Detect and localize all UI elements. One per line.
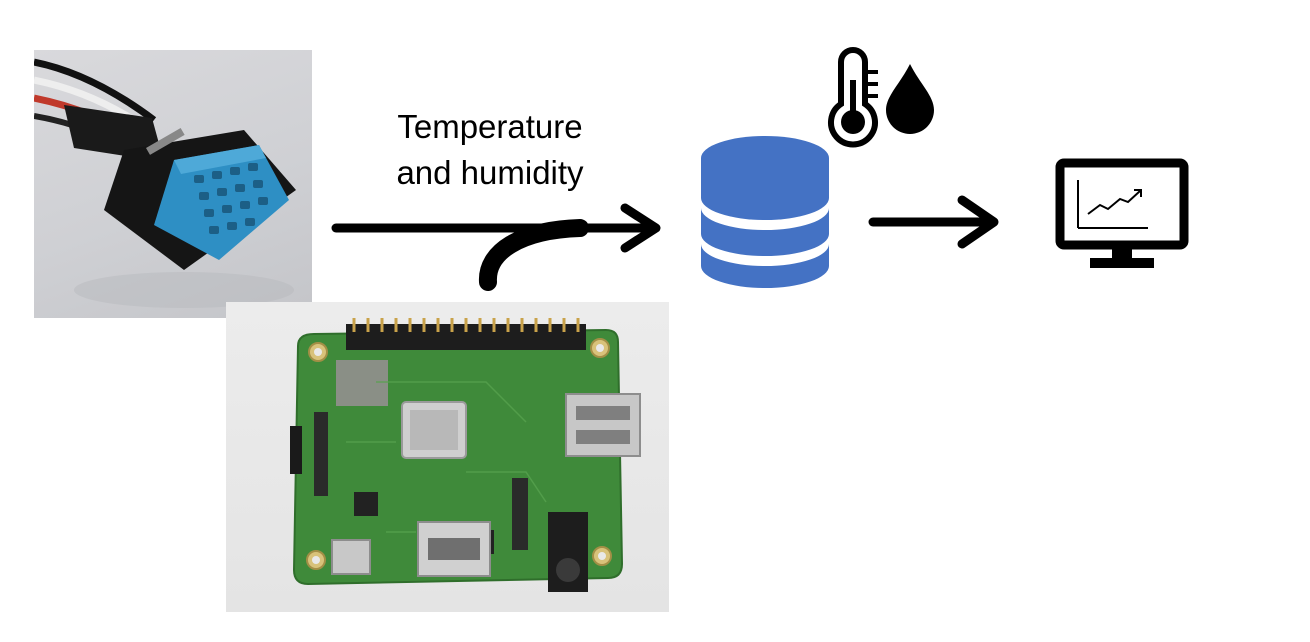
arrow-database-to-monitor: [868, 195, 999, 249]
water-drop-icon: [886, 64, 934, 134]
thermometer-icon: [828, 47, 878, 148]
database-icon: [701, 136, 829, 288]
sensor-photo: [34, 50, 312, 318]
raspberry-pi-photo: [226, 302, 669, 612]
sensor-grid: [194, 163, 268, 234]
raspberry-pi-board-illustration: [290, 318, 641, 592]
sensor-module-illustration: [34, 58, 296, 308]
arrow-pi-to-database: [478, 219, 589, 291]
monitor-chart-icon: [1055, 158, 1189, 268]
arrow-sensor-to-database: [331, 203, 661, 253]
flow-label: Temperature and humidity: [396, 108, 584, 191]
